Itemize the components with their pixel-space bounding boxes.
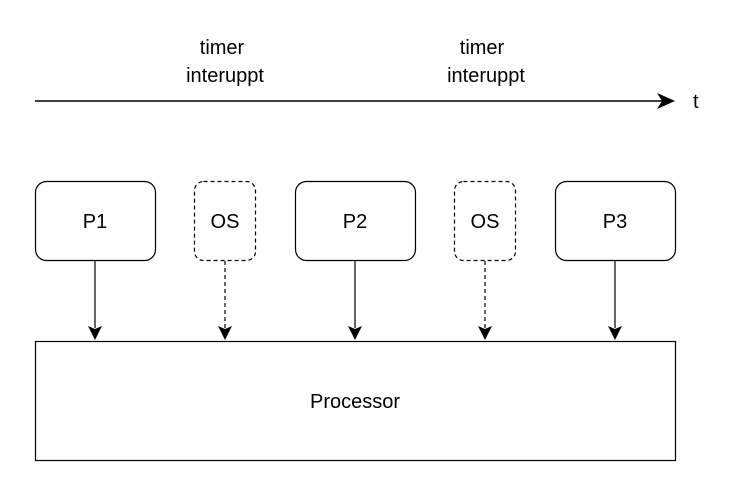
processor-box — [34, 340, 677, 462]
task-p3: P3 — [554, 180, 677, 262]
arrowhead-p2 — [348, 326, 362, 340]
task-box-p1 — [34, 180, 157, 262]
timeline: t timer interuppt timer interuppt — [35, 37, 699, 113]
task-box-p3 — [554, 180, 677, 262]
time-axis-label: t — [693, 91, 699, 113]
task-label-p3: P3 — [603, 211, 627, 233]
interrupt-label-2-line2: interuppt — [447, 65, 525, 87]
arrowhead-os-2 — [478, 326, 492, 340]
interrupt-label-1-line2: interuppt — [186, 65, 264, 87]
task-arrows — [88, 261, 622, 340]
arrowhead-p1 — [88, 326, 102, 340]
task-box-os-2 — [453, 180, 517, 262]
interrupt-label-2-line1: timer — [460, 37, 505, 59]
task-os-1: OS — [193, 180, 257, 262]
processor: Processor — [34, 340, 677, 462]
task-label-os-1: OS — [211, 211, 240, 233]
task-box-p2 — [294, 180, 417, 262]
task-os-2: OS — [453, 180, 517, 262]
task-label-os-2: OS — [471, 211, 500, 233]
task-p1: P1 — [34, 180, 157, 262]
processor-label: Processor — [310, 391, 400, 413]
task-p2: P2 — [294, 180, 417, 262]
arrowhead-p3 — [608, 326, 622, 340]
task-label-p2: P2 — [343, 211, 367, 233]
task-label-p1: P1 — [83, 211, 107, 233]
interrupt-label-1-line1: timer — [200, 37, 245, 59]
time-axis-arrowhead — [657, 93, 675, 109]
task-box-os-1 — [193, 180, 257, 262]
arrowhead-os-1 — [218, 326, 232, 340]
